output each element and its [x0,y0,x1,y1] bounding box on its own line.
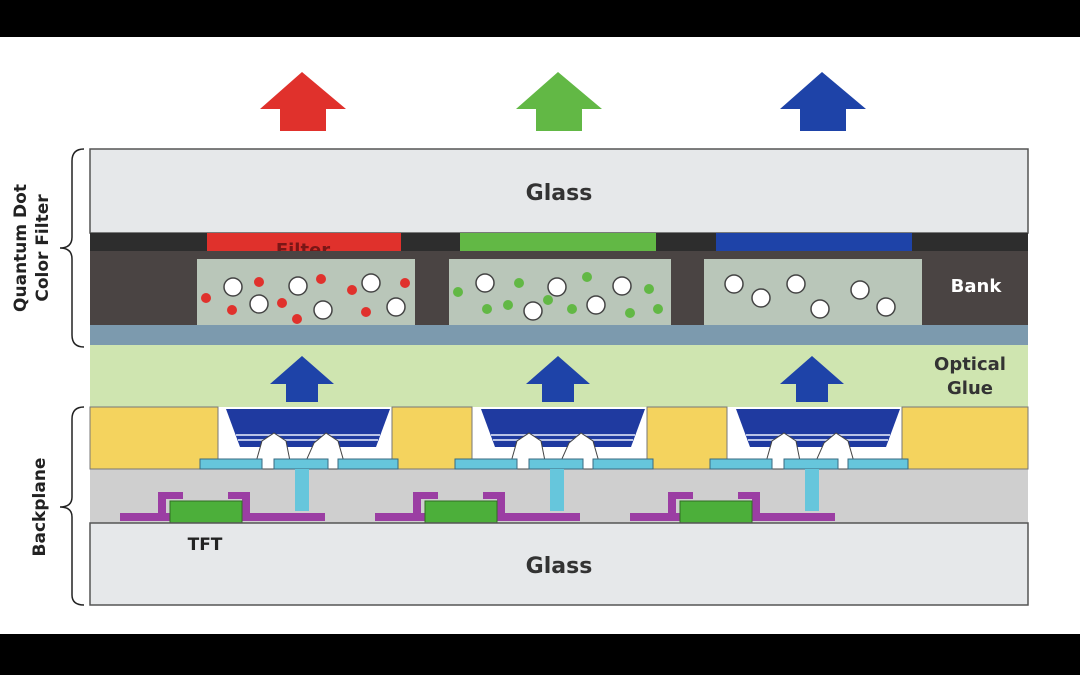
bank-label: Bank [951,276,1003,297]
side-label-quantum-dot: Quantum Dot [11,184,31,312]
side-label-color-filter: Color Filter [33,194,53,302]
red-quantum-dots [201,273,410,324]
micro-led-3 [709,409,909,511]
red-output-arrow [260,72,346,131]
green-quantum-dots [453,272,663,321]
micro-led-1 [199,409,399,511]
top-glass-label: Glass [526,181,593,206]
side-label-backplane: Backplane [30,458,50,557]
emitted-arrows [260,72,866,131]
blue-output-arrow [780,72,866,131]
diagram-frame: Glass Filter Bank [0,37,1080,634]
qd-color-filter-diagram: Glass Filter Bank [11,72,1029,606]
tft-1 [120,492,325,524]
bottom-glass [89,522,1029,606]
micro-led-2 [454,409,654,511]
blue-scatter-particles [724,274,896,319]
excitation-arrow-2 [526,356,590,402]
passivation-layer [90,325,1028,345]
backplane-bracket [59,406,85,606]
optical-glue-label-line2: Glue [947,378,993,399]
green-output-arrow [516,72,602,131]
yellow-blocks [89,406,1029,470]
bottom-glass-label: Glass [526,554,593,579]
excitation-arrow-1 [270,356,334,402]
top-glass [89,148,1029,234]
tft-label: TFT [188,535,223,555]
qd-color-filter-bracket [59,148,85,348]
excitation-arrow-3 [780,356,844,402]
optical-glue-label-line1: Optical [934,354,1006,375]
excitation-arrows [270,356,844,402]
tft-3 [630,492,835,524]
